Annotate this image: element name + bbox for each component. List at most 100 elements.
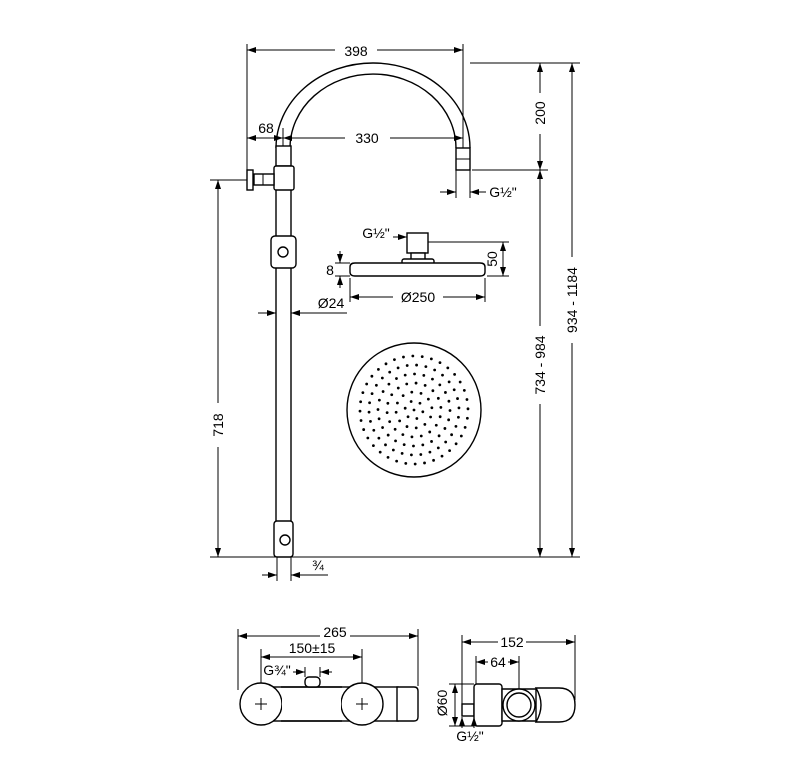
- nozzle-dot: [365, 382, 369, 386]
- mixer-ring-inner: [506, 692, 532, 718]
- mixer-side-view: [461, 683, 576, 727]
- dimension-label: Ø60: [434, 690, 450, 717]
- nozzle-dot: [413, 372, 416, 376]
- nozzle-dot: [433, 368, 437, 372]
- nozzle-dot: [463, 425, 467, 429]
- dimension-mixer-inlet: G¾": [263, 662, 332, 678]
- nozzle-dot: [359, 419, 363, 422]
- nozzle-dot: [385, 411, 389, 415]
- nozzle-dot: [413, 462, 417, 466]
- nozzle-dot: [386, 401, 390, 405]
- nozzle-dot: [405, 382, 409, 386]
- dimension-label: Ø24: [318, 295, 345, 311]
- nozzle-dot: [418, 401, 422, 405]
- dimension-label: Ø250: [401, 289, 435, 305]
- nozzle-dot: [370, 392, 374, 396]
- nozzle-dot: [446, 366, 450, 370]
- nozzle-dot: [429, 415, 432, 419]
- nozzle-dot: [401, 394, 405, 398]
- nozzle-dot: [452, 388, 456, 392]
- nozzle-dot: [403, 406, 407, 410]
- nozzle-dot: [426, 397, 430, 401]
- dimension-bottom-inlet: ¾: [262, 557, 328, 581]
- nozzle-pattern: [358, 354, 470, 466]
- nozzle-dot: [443, 427, 447, 430]
- shower-column: [246, 62, 471, 558]
- nozzle-dot: [436, 446, 440, 450]
- nozzle-dot: [437, 434, 441, 438]
- nozzle-dot: [367, 410, 371, 414]
- nozzle-dot: [415, 417, 419, 420]
- dimension-bar-length: 718: [210, 179, 247, 557]
- nozzle-dot: [456, 397, 459, 400]
- mixer-front-view: [239, 676, 419, 726]
- nozzle-dot: [429, 357, 433, 361]
- dimension-head-height: 50: [428, 241, 509, 277]
- nozzle-dot: [447, 380, 451, 384]
- nozzle-dot: [431, 389, 435, 393]
- nozzle-dot: [462, 389, 466, 392]
- nozzle-dot: [362, 428, 366, 431]
- mixer-wall-body: [473, 683, 503, 727]
- mixer-handle: [396, 686, 419, 722]
- nozzle-dot: [387, 382, 391, 386]
- nozzle-dot: [419, 434, 423, 438]
- nozzle-dot: [403, 373, 407, 377]
- nozzle-dot: [440, 454, 444, 458]
- nozzle-dot: [384, 362, 388, 366]
- nozzle-dot: [398, 419, 402, 423]
- dimension-label: 152: [500, 634, 524, 650]
- dimension-head-inlet: G½": [362, 225, 407, 241]
- nozzle-dot: [405, 425, 409, 428]
- nozzle-dot: [402, 355, 405, 359]
- dimension-label: 150±15: [289, 640, 336, 656]
- dimension-head-diameter: Ø250: [349, 278, 486, 305]
- dimension-total-height: 934 - 1184: [564, 63, 580, 557]
- dimension-arm-height: 200: [470, 62, 580, 171]
- nozzle-dot: [396, 401, 399, 405]
- nozzle-dot: [372, 444, 375, 447]
- nozzle-dot: [423, 422, 427, 426]
- bottom-fitting-knob: [279, 534, 291, 546]
- dimension-outlet-height: 734 - 984: [532, 170, 548, 557]
- wall-plate: [246, 169, 254, 191]
- nozzle-dot: [431, 377, 434, 381]
- nozzle-dot: [378, 450, 382, 454]
- dimension-label: 718: [210, 413, 226, 437]
- nozzle-dot: [415, 363, 418, 367]
- nozzle-dot: [401, 433, 405, 436]
- nozzle-dot: [441, 373, 444, 377]
- nozzle-dot: [457, 406, 461, 410]
- nozzle-dot: [438, 361, 442, 365]
- dimension-label: ¾: [312, 557, 324, 573]
- nozzle-dot: [394, 410, 398, 414]
- dimension-arm-width: 398: [246, 43, 464, 170]
- dimension-arm-outlet: G½": [440, 170, 517, 200]
- nozzle-dot: [438, 415, 442, 419]
- dimension-label: 50: [484, 251, 500, 267]
- nozzle-dot: [372, 428, 376, 432]
- dimension-mixer-depth: 152: [461, 634, 576, 704]
- nozzle-dot: [404, 461, 408, 465]
- nozzle-dot: [457, 415, 460, 419]
- dimension-label: 265: [323, 624, 347, 640]
- nozzle-dot: [458, 380, 462, 384]
- nozzle-dot: [366, 436, 370, 440]
- dimension-label: 68: [258, 120, 274, 136]
- nozzle-dot: [377, 417, 381, 421]
- nozzle-dot: [420, 355, 424, 359]
- nozzle-dot: [428, 450, 432, 454]
- nozzle-dot: [393, 358, 396, 362]
- nozzle-dot: [377, 436, 381, 440]
- mixer-top-nub: [304, 676, 321, 688]
- mixer-body-link: [282, 688, 341, 720]
- nozzle-dot: [432, 458, 435, 462]
- nozzle-dot: [400, 452, 404, 455]
- dimension-mixer-width: 265: [237, 624, 419, 690]
- nozzle-dot: [402, 443, 406, 447]
- nozzle-dot: [414, 426, 418, 430]
- nozzle-dot: [434, 423, 438, 427]
- nozzle-dot: [384, 443, 387, 447]
- arm-outer-curve: [275, 62, 471, 149]
- nozzle-dot: [388, 370, 392, 374]
